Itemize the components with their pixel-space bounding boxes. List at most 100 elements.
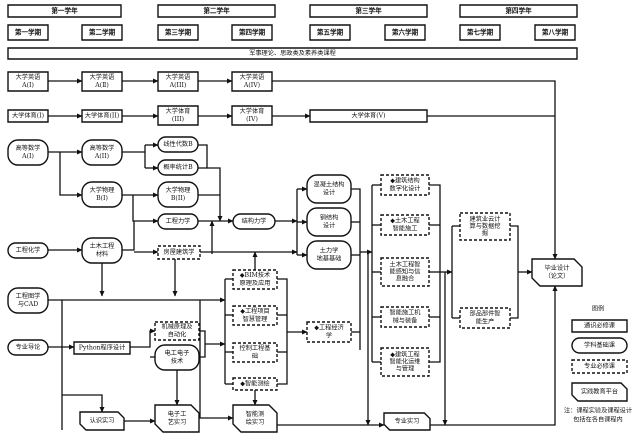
course-civil-materials-label: 土木工程	[90, 242, 115, 250]
course-concrete-design-shape	[306, 174, 352, 204]
course-mechanics-automation-label: 机械原理及	[162, 323, 193, 331]
course-prefab-production-label: 部品部件智	[470, 310, 501, 318]
year-header-1-label: 第一学年	[51, 6, 78, 15]
course-engineering-mechanics: 工程力学	[157, 213, 199, 230]
course-chemistry-label: 工程化学	[16, 246, 41, 254]
course-physics-1-shape	[81, 181, 123, 208]
course-electrical-label: 电工电子	[165, 349, 190, 357]
practice-internship: 专业实习	[383, 412, 431, 431]
course-operations-shape	[380, 347, 430, 377]
course-pe-3: 大学体育(III)	[157, 105, 199, 126]
semester-header-2-shape	[81, 24, 123, 41]
course-prefab-production-label: 能生产	[476, 318, 495, 326]
course-english-4-shape	[231, 71, 273, 92]
course-engineering-drawing-label: 工程图学	[16, 292, 41, 300]
course-intro: 专业导论	[7, 339, 49, 356]
course-pe-5-shape	[309, 109, 428, 123]
course-digital-design-shape	[380, 174, 430, 196]
course-sensing-fusion-label: 土木工程智	[390, 261, 421, 269]
practice-thesis-label: 毕业设计	[545, 264, 570, 272]
year-header-2-shape	[157, 4, 276, 18]
year-header-2-label: 第二学年	[203, 6, 230, 15]
course-soil-mechanics-shape	[306, 240, 352, 270]
course-steel-design-label: 钢结构	[320, 214, 339, 222]
practice-cognition-label: 认识实习	[90, 417, 115, 425]
course-math-1-label: 高等数学	[16, 144, 41, 152]
course-pe-4-shape	[231, 105, 273, 126]
course-concrete-design-label: 设计	[323, 189, 335, 197]
course-operations-label: ◆建筑工程	[390, 351, 420, 359]
course-sensing-fusion-shape	[380, 257, 430, 287]
course-pe-5-label: 大学体育(V)	[351, 112, 385, 120]
course-bim-label: ◆BIM技术	[240, 271, 270, 279]
course-english-2-shape	[81, 71, 123, 92]
legend-foundation-label: 学科基础课	[584, 341, 616, 349]
course-math-1-shape	[7, 139, 49, 166]
legend-practice-label: 实践教育平台	[581, 388, 618, 396]
legend-note: 包括在各自课程内	[573, 416, 623, 424]
course-pe-1-label: 大学体育(I)	[12, 112, 44, 120]
semester-header-5-shape	[309, 24, 351, 41]
connector-line	[122, 221, 135, 251]
course-cloud-computing-shape	[459, 212, 511, 241]
legend-major-shape	[571, 359, 628, 374]
course-pe-1-shape	[7, 109, 49, 123]
course-physics-1-label: 大学物理	[90, 186, 115, 194]
course-control-label: 础	[252, 352, 258, 360]
course-chemistry-shape	[7, 242, 49, 259]
semester-header-7-shape	[459, 24, 501, 41]
course-chemistry: 工程化学	[7, 242, 49, 259]
year-header-2: 第二学年	[157, 4, 276, 18]
course-operations-label: 与管理	[396, 365, 415, 373]
course-english-4-label: A(IV)	[243, 82, 260, 89]
legend-practice: 实践教育平台	[571, 382, 628, 402]
semester-header-7-label: 第七学期	[467, 28, 494, 37]
legend-general-label: 通识必修课	[584, 322, 616, 330]
course-math-2-label: A(ⅠI)	[94, 153, 109, 160]
general-courses-bar: 军事理论、思政类及素养类课程	[7, 47, 578, 60]
course-operations-label: 智能化运维	[390, 358, 421, 366]
course-english-2-label: A(Ⅱ)	[94, 82, 109, 89]
semester-header-6-shape	[384, 24, 426, 41]
course-civil-materials-shape	[81, 237, 123, 264]
course-control-shape	[232, 342, 278, 363]
course-mechanics-automation-label: 自动化	[168, 331, 187, 339]
course-mechanics-automation-shape	[154, 321, 200, 341]
semester-header-3-shape	[157, 24, 199, 41]
semester-header-7: 第七学期	[459, 24, 501, 41]
course-smart-construction-label: 智能施工	[393, 225, 418, 233]
course-linear-algebra: 线性代数B	[157, 136, 199, 153]
course-probability-shape	[157, 159, 199, 176]
semester-header-5: 第五学期	[309, 24, 351, 41]
course-english-3-label: A(III)	[169, 82, 187, 89]
course-physics-2-label: B(II)	[171, 195, 185, 202]
connector-line	[272, 80, 558, 260]
connector-line	[62, 394, 105, 413]
course-sensing-fusion-label: 能感知与信	[390, 268, 421, 276]
course-pe-2: 大学体育(II)	[81, 109, 123, 123]
semester-header-8-label: 第八学期	[542, 28, 569, 37]
course-steel-design-label: 设计	[323, 222, 335, 230]
course-pe-4: 大学体育(IV)	[231, 105, 273, 126]
practice-cognition: 认识实习	[79, 411, 125, 431]
connector-line	[130, 328, 156, 348]
practice-survey-label: 智能测	[246, 410, 265, 418]
semester-header-6-label: 第六学期	[392, 28, 419, 37]
course-python-shape	[73, 341, 131, 355]
course-smart-survey-label: ◆智能测绘	[240, 380, 270, 388]
course-pe-5: 大学体育(V)	[309, 109, 428, 123]
course-electrical-label: 技术	[171, 357, 183, 365]
course-english-1-label: A(Ⅰ)	[21, 82, 34, 89]
